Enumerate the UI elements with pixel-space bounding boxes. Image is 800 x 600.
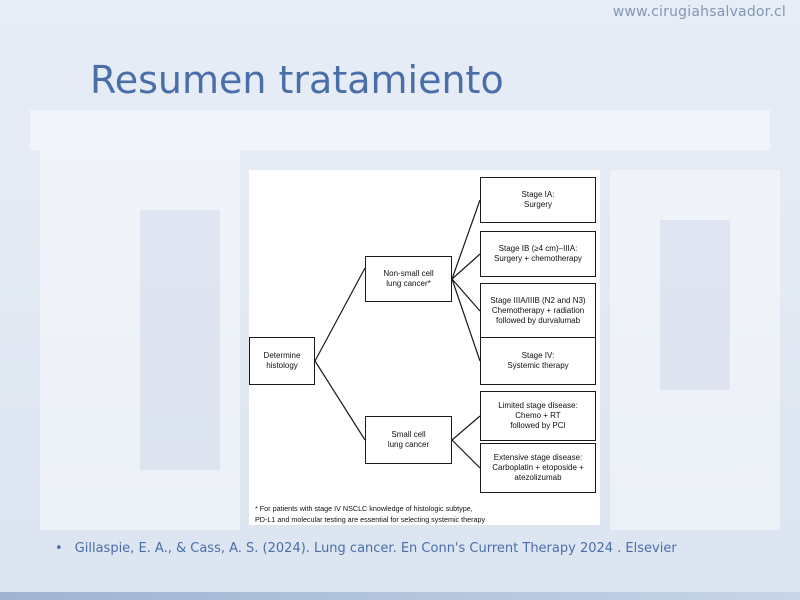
node-stage-iv: Stage IV: Systemic therapy bbox=[480, 337, 596, 385]
node-limited-stage: Limited stage disease: Chemo + RT follow… bbox=[480, 391, 596, 441]
node-stage-iiia-iiib: Stage IIIA/IIIB (N2 and N3) Chemotherapy… bbox=[480, 283, 596, 339]
background-building-window bbox=[660, 220, 730, 390]
background-building-roof bbox=[30, 110, 770, 150]
node-stage-ia: Stage IA: Surgery bbox=[480, 177, 596, 223]
site-url: www.cirugiahsalvador.cl bbox=[612, 4, 786, 20]
background-building-left-wall bbox=[40, 150, 240, 530]
node-determine-histology: Determine histology bbox=[249, 337, 315, 385]
node-small-cell: Small cell lung cancer bbox=[365, 416, 452, 464]
citation-text: Gillaspie, E. A., & Cass, A. S. (2024). … bbox=[74, 541, 677, 556]
slide-bottom-bar bbox=[0, 592, 800, 600]
connector-nsclc-to-stage-ib bbox=[451, 253, 481, 280]
node-non-small-cell: Non-small cell lung cancer* bbox=[365, 256, 452, 302]
flowchart-footnote: * For patients with stage IV NSCLC knowl… bbox=[255, 504, 486, 524]
connector-nsclc-to-stage-iiia bbox=[451, 278, 481, 312]
connector-sclc-to-extensive bbox=[451, 439, 481, 469]
flowchart-connectors bbox=[314, 199, 481, 469]
connector-root-to-sclc bbox=[314, 360, 366, 441]
node-stage-ib-iiia: Stage IB (≥4 cm)–IIIA: Surgery + chemoth… bbox=[480, 231, 596, 277]
treatment-flowchart: Determine histology Non-small cell lung … bbox=[249, 170, 600, 525]
connector-sclc-to-limited bbox=[451, 415, 481, 441]
connector-root-to-nsclc bbox=[314, 267, 366, 362]
citation: • Gillaspie, E. A., & Cass, A. S. (2024).… bbox=[55, 541, 677, 556]
connector-nsclc-to-stage-ia bbox=[451, 199, 481, 280]
node-extensive-stage: Extensive stage disease: Carboplatin + e… bbox=[480, 443, 596, 493]
citation-bullet: • bbox=[55, 541, 63, 556]
background-building-door bbox=[140, 210, 220, 470]
connector-nsclc-to-stage-iv bbox=[451, 278, 481, 362]
slide-title: Resumen tratamiento bbox=[90, 58, 504, 102]
background-building-right-wall bbox=[610, 170, 780, 530]
